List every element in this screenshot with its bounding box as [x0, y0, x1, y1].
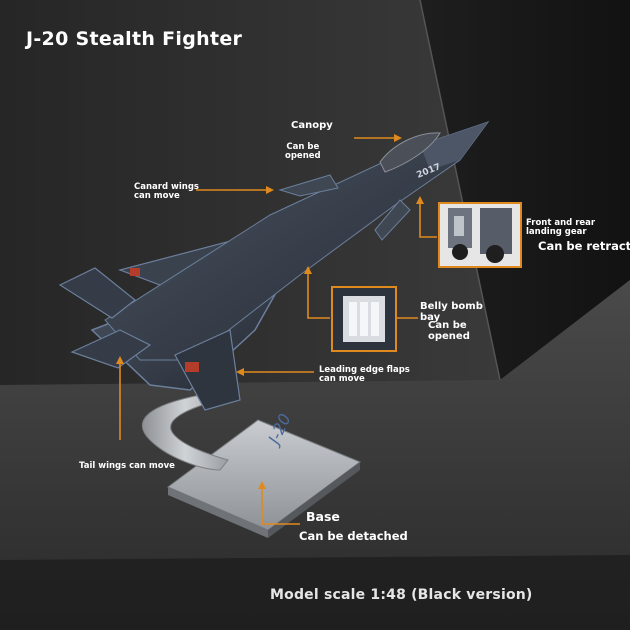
landing-gear-photo — [440, 204, 520, 266]
landing-gear-inset — [438, 202, 522, 268]
page-title: J-20 Stealth Fighter — [26, 28, 243, 50]
label-canopy-note: Can be opened — [285, 142, 321, 161]
label-tail-wings: Tail wings can move — [79, 461, 175, 471]
label-base: Base — [306, 509, 340, 524]
label-landing-gear: Front and rear landing gear — [526, 218, 596, 237]
label-bomb-bay-note: Can be opened — [428, 320, 470, 342]
model-scale-caption: Model scale 1:48 (Black version) — [270, 587, 533, 603]
right-wall — [420, 0, 630, 380]
display-stand: J-20 — [141, 394, 362, 538]
label-leading-edge-flaps: Leading edge flaps can move — [319, 365, 410, 384]
label-bomb-bay: Belly bomb bay — [420, 301, 483, 323]
bomb-bay-inset — [331, 286, 397, 352]
label-canopy: Canopy — [291, 120, 333, 131]
callout-lines — [116, 134, 437, 525]
label-landing-gear-note: Can be retract — [538, 239, 630, 253]
bomb-bay-photo — [333, 288, 395, 350]
label-canard: Canard wings can move — [134, 182, 199, 201]
label-base-note: Can be detached — [299, 529, 408, 543]
aircraft-model: 2017 — [58, 121, 490, 411]
